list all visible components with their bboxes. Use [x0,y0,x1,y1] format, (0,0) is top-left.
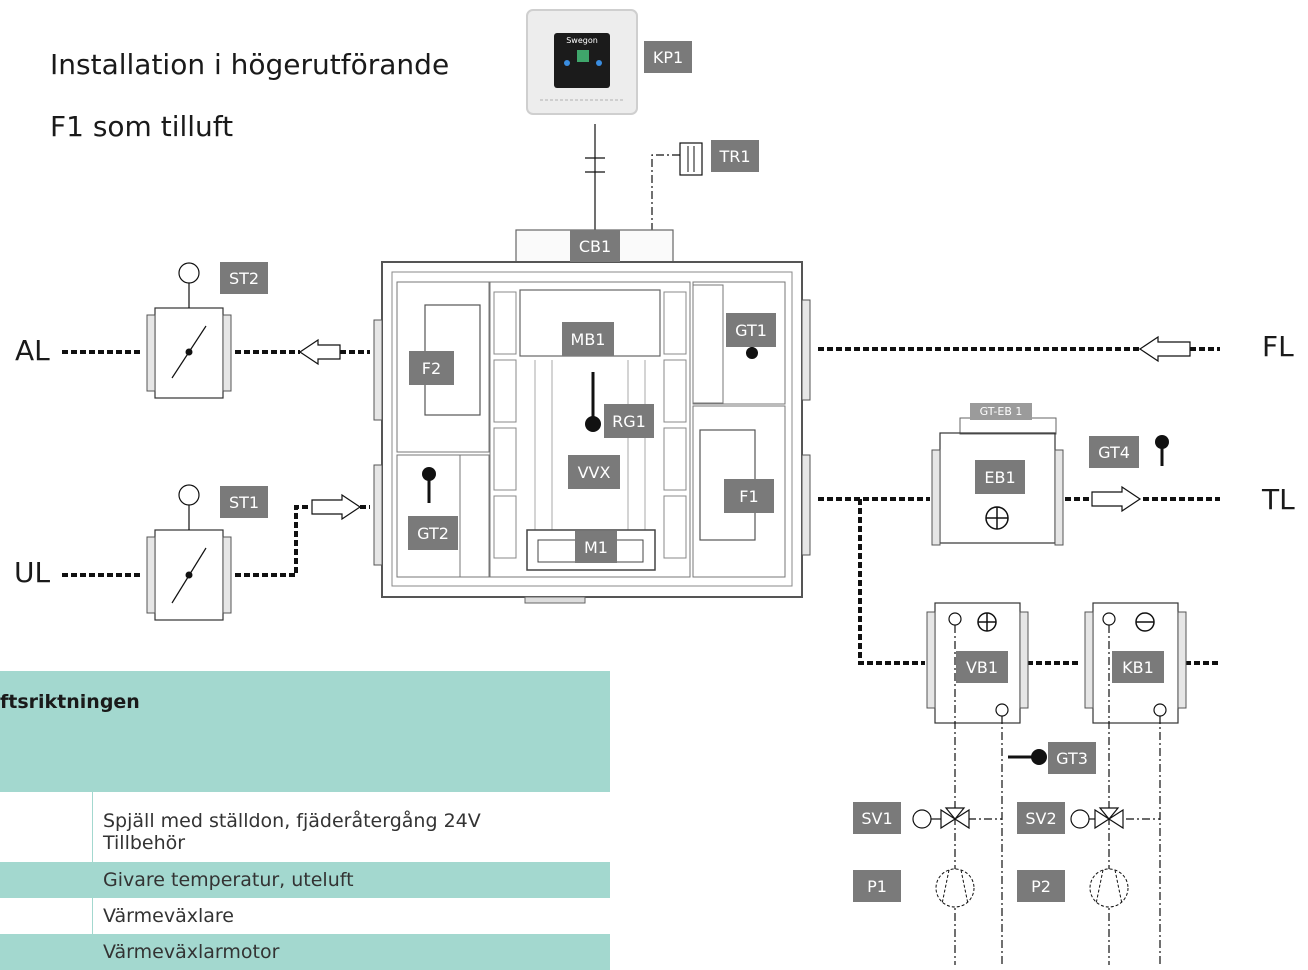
tag-vvx: VVX [568,455,620,489]
legend-row: Givare temperatur, uteluft [0,862,610,898]
sensor-rg1-icon [585,372,601,432]
legend-row: Tillbehör [0,832,610,862]
legend-desc: Värmeväxlarmotor [92,934,610,970]
valve-sv1 [912,807,970,830]
tag-kp1: KP1 [644,41,692,73]
controller-brand: Swegon [566,36,598,45]
tag-p1: P1 [853,870,901,902]
controller-kp1 [526,9,638,115]
legend-desc: Värmeväxlare [103,905,234,927]
tag-gt3: GT3 [1048,742,1096,774]
title-supply-fan: F1 som tilluft [50,110,234,143]
legend-row: Spjäll med ställdon, fjäderåtergång 24V [0,792,610,832]
legend-header-row: ftsriktningen [0,671,610,792]
legend-table: ftsriktningen Spjäll med ställdon, fjäde… [0,671,610,970]
transformer-tr1 [679,142,703,176]
tag-tr1: TR1 [711,140,759,172]
sensor-gt3-icon [1008,749,1047,765]
tag-f2: F2 [409,351,454,385]
tag-vb1: VB1 [956,651,1008,683]
tag-mb1: MB1 [562,322,614,356]
tag-cb1: CB1 [570,230,620,262]
legend-header: ftsriktningen [0,671,610,792]
tag-sv2: SV2 [1017,802,1065,834]
damper-st2 [146,262,232,399]
tag-sv1: SV1 [853,802,901,834]
damper-st1 [146,484,232,621]
pump-p2 [1089,868,1129,908]
legend-row: Värmeväxlarmotor [0,934,610,970]
tag-eb1: EB1 [975,460,1025,494]
sensor-gt4-icon [1155,435,1169,466]
legend-desc: Givare temperatur, uteluft [92,862,610,898]
coil-kb1 [1084,602,1187,724]
legend-desc: Tillbehör [103,832,186,854]
legend-desc: Spjäll med ställdon, fjäderåtergång 24V [103,810,481,832]
tag-m1: M1 [575,531,617,563]
tag-p2: P2 [1017,870,1065,902]
legend-row: Värmeväxlare [0,898,610,934]
tag-f1: F1 [724,479,774,513]
pump-p1 [935,868,975,908]
valve-sv2 [1070,807,1124,830]
tag-gt4: GT4 [1089,436,1139,468]
label-tl: TL [1262,483,1295,516]
tag-gt-eb1: GT-EB 1 [970,403,1032,420]
tag-gt1: GT1 [726,313,776,347]
tag-st1: ST1 [220,486,268,518]
label-fl: FL [1262,330,1294,363]
tag-st2: ST2 [220,262,268,294]
tag-gt2: GT2 [408,516,458,550]
heater-eb1 [931,417,1064,546]
label-ul: UL [14,556,51,589]
title-installation: Installation i högerutförande [50,48,450,81]
tag-rg1: RG1 [604,404,654,438]
label-al: AL [15,334,50,367]
sensor-gt2-icon [422,467,436,503]
tag-kb1: KB1 [1112,651,1164,683]
